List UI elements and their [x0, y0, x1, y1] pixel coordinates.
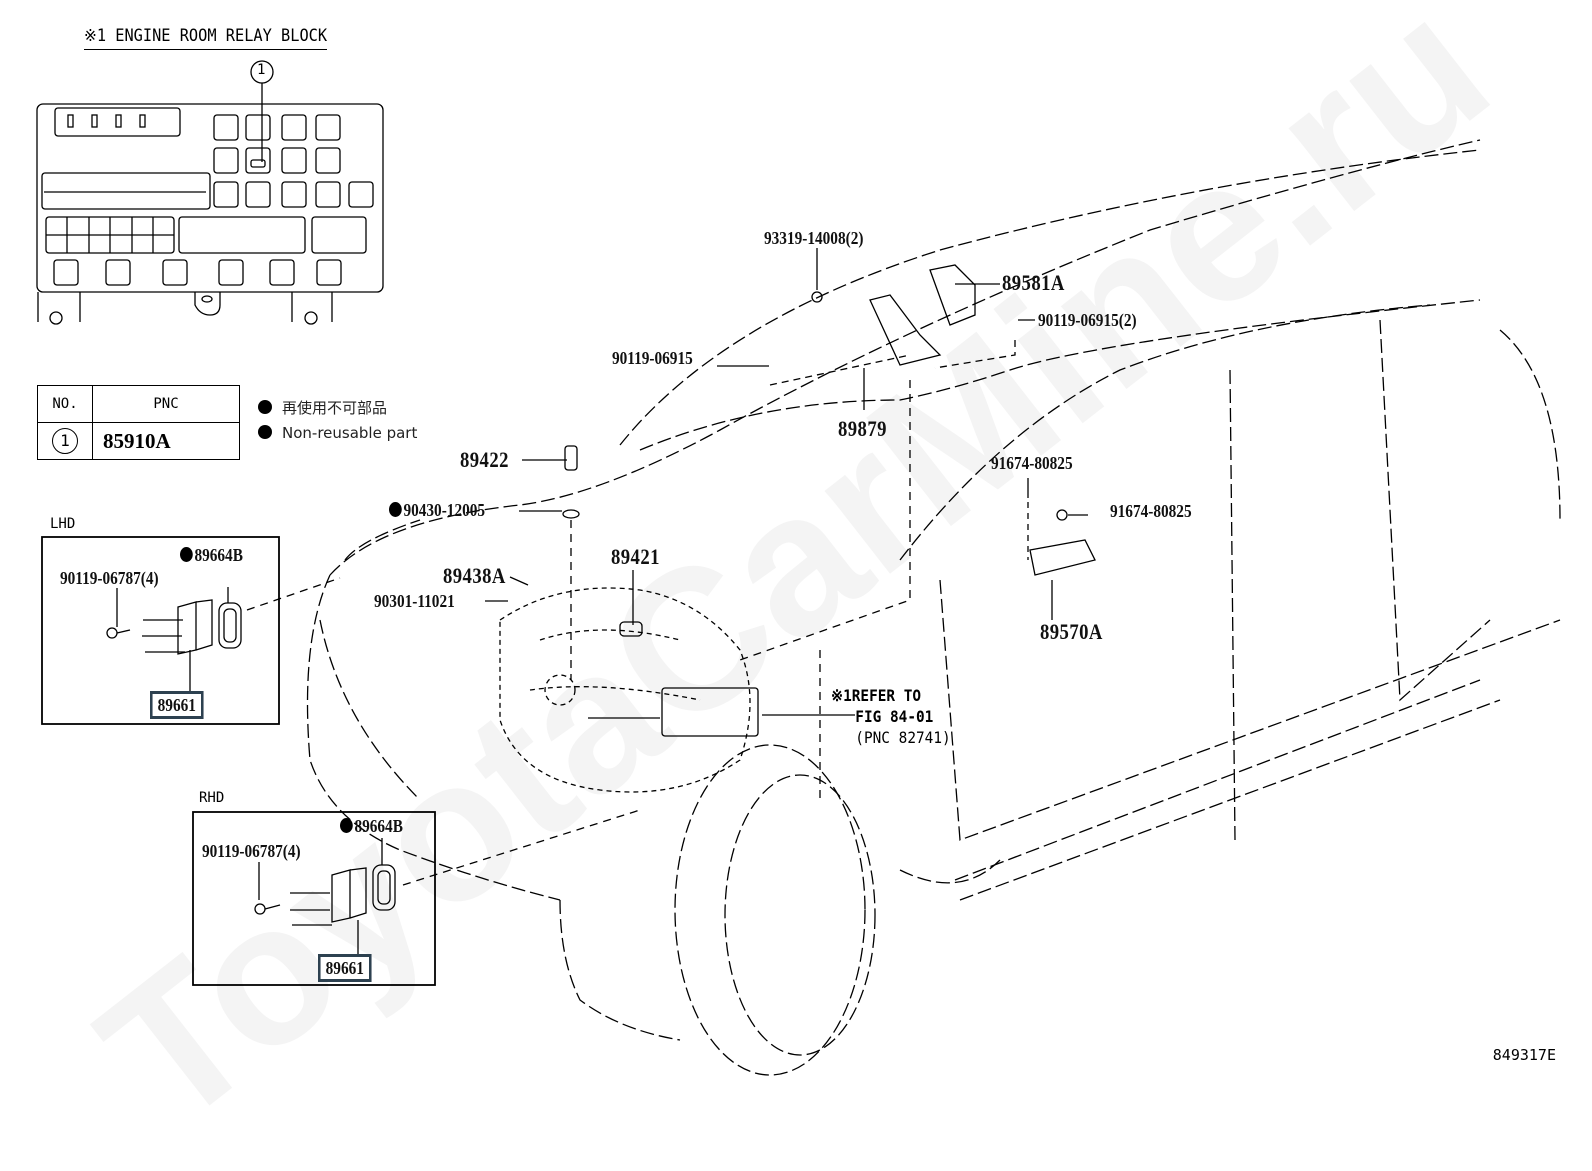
refer-line-1: ※1REFER TO: [831, 686, 922, 705]
figure-id: 849317E: [1492, 1046, 1556, 1064]
header-pnc: PNC: [92, 385, 240, 423]
rhd-screw-label[interactable]: 90119-06787(4): [202, 841, 301, 861]
table-row: 1 85910A: [37, 422, 240, 460]
rhd-gasket-label[interactable]: 89664B: [340, 817, 403, 835]
rhd-box-frame: [192, 811, 436, 986]
lhd-gasket-label[interactable]: 89664B: [180, 546, 243, 564]
lhd-connector-drawing: [106, 577, 341, 692]
lhd-box-frame: [41, 536, 280, 725]
relay-callout-number: 1: [257, 62, 266, 78]
rhd-connector-drawing: [254, 809, 641, 955]
part-90301-11021[interactable]: 90301-11021: [374, 591, 455, 611]
refer-note[interactable]: ※1REFER TO FIG 84-01 (PNC 82741): [831, 685, 951, 748]
rhd-label: RHD: [199, 790, 225, 806]
part-89421[interactable]: 89421: [611, 544, 660, 569]
lhd-connector-highlight[interactable]: 89661: [150, 691, 204, 719]
diagram-line-art: [36, 60, 1561, 1076]
relay-block-drawing: [36, 60, 384, 325]
relay-block-title: ※1 ENGINE ROOM RELAY BLOCK: [84, 26, 328, 50]
legend-item-en: Non-reusable part: [258, 421, 417, 446]
non-reusable-dot-icon: [180, 547, 193, 562]
part-89438A[interactable]: 89438A: [443, 563, 506, 588]
pnc-table: NO. PNC 1 85910A: [37, 385, 240, 460]
row-number-circled: 1: [52, 428, 78, 454]
rhd-connector-highlight[interactable]: 89661: [318, 954, 372, 982]
part-89570A[interactable]: 89570A: [1040, 619, 1103, 644]
filled-circle-icon: [258, 425, 272, 439]
parts-diagram: ToyotaCarMine.ru: [36, 0, 1561, 1168]
leader-lines: [485, 248, 1096, 800]
filled-circle-icon: [258, 400, 272, 414]
row-pnc: 85910A: [92, 422, 240, 460]
legend-item-jp: 再使用不可部品: [258, 396, 417, 421]
lhd-screw-label[interactable]: 90119-06787(4): [60, 568, 159, 588]
legend: 再使用不可部品 Non-reusable part: [258, 396, 417, 446]
header-no: NO.: [37, 385, 93, 423]
non-reusable-dot-icon: [389, 502, 402, 517]
pnc-table-header: NO. PNC: [37, 385, 240, 423]
engine-outline: [499, 587, 751, 793]
part-93319-14008[interactable]: 93319-14008(2): [764, 228, 864, 248]
part-90119-06915[interactable]: 90119-06915: [612, 348, 693, 368]
part-89879[interactable]: 89879: [838, 416, 887, 441]
part-91674-80825-b[interactable]: 91674-80825: [1110, 501, 1192, 521]
part-91674-80825-a[interactable]: 91674-80825: [991, 453, 1073, 473]
part-89581A[interactable]: 89581A: [1002, 270, 1065, 295]
non-reusable-dot-icon: [340, 818, 353, 833]
part-90119-06915-2[interactable]: 90119-06915(2): [1038, 310, 1137, 330]
part-89422[interactable]: 89422: [460, 447, 509, 472]
refer-line-3: (PNC 82741): [855, 728, 951, 747]
lhd-label: LHD: [50, 516, 76, 532]
refer-line-2: FIG 84-01: [855, 707, 934, 726]
part-90430-12005[interactable]: 90430-12005: [389, 501, 485, 519]
vehicle-outline: [306, 139, 1561, 1076]
